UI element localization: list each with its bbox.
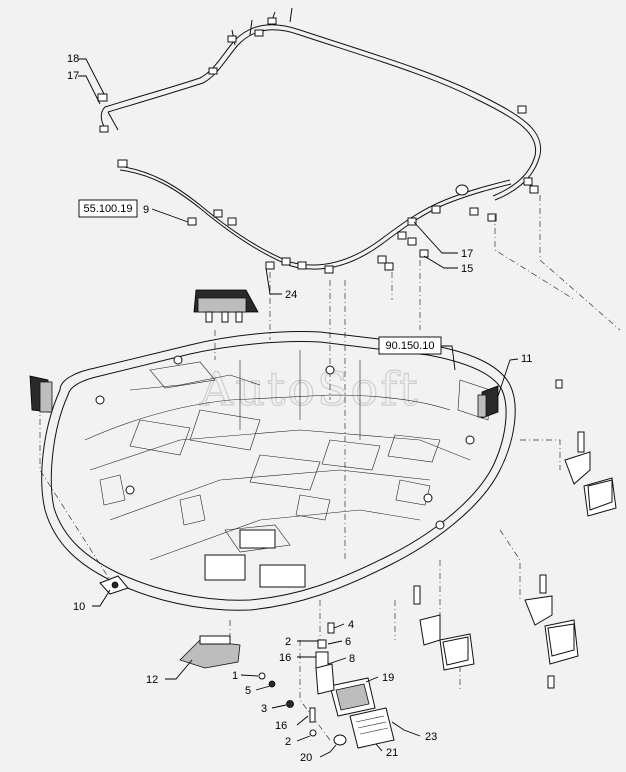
reference-text: 90.150.10 xyxy=(386,340,435,352)
callout-16: 16 xyxy=(275,720,287,732)
callout-12: 12 xyxy=(146,674,158,686)
watermark: AutoSoft xyxy=(199,362,420,416)
callout-10: 10 xyxy=(73,601,85,613)
callout-1: 1 xyxy=(232,670,238,682)
callout-23: 23 xyxy=(425,731,437,743)
callout-15: 15 xyxy=(461,263,473,275)
part-19-21-light xyxy=(329,677,395,749)
part-24-light xyxy=(193,289,259,323)
callout-20: 20 xyxy=(300,752,312,764)
callout-6: 6 xyxy=(345,636,351,648)
callout-9: 9 xyxy=(143,204,149,216)
part-left-lamp xyxy=(29,375,53,413)
reference-box-90-150-10: 90.150.10 xyxy=(378,336,442,355)
callout-2: 2 xyxy=(285,636,291,648)
work-light-lower-right xyxy=(524,574,579,689)
callout-2: 2 xyxy=(285,736,291,748)
work-light-center xyxy=(413,585,475,671)
wiring-harness xyxy=(97,7,542,274)
callout-21: 21 xyxy=(386,747,398,759)
callout-4: 4 xyxy=(348,619,354,631)
reference-box-55-100-19: 55.100.19 xyxy=(78,199,138,218)
hardware-fasteners xyxy=(258,622,335,737)
reference-text: 55.100.19 xyxy=(84,203,133,215)
callout-16: 16 xyxy=(279,652,291,664)
callout-labels: 18 17 9 17 15 24 11 10 12 4 2 6 16 8 1 5… xyxy=(67,53,532,764)
callout-8: 8 xyxy=(349,653,355,665)
callout-19: 19 xyxy=(382,672,394,684)
guide-lines xyxy=(39,195,621,741)
leader-lines xyxy=(78,58,519,758)
callout-11: 11 xyxy=(521,353,532,365)
callout-24: 24 xyxy=(285,289,297,301)
callout-17: 17 xyxy=(461,248,473,260)
roof-panel xyxy=(41,331,516,611)
callout-3: 3 xyxy=(261,703,267,715)
work-light-upper-right xyxy=(555,379,617,517)
callout-17: 17 xyxy=(67,70,79,82)
callout-18: 18 xyxy=(67,53,79,65)
part-10-light xyxy=(99,575,129,595)
callout-5: 5 xyxy=(245,685,251,697)
part-11-lamp xyxy=(477,385,499,419)
part-12-lamp xyxy=(179,635,241,669)
